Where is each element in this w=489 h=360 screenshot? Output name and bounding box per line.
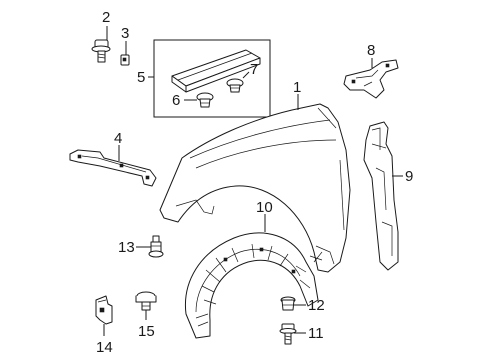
part-4-support [69,149,157,187]
part-15-clip [135,291,157,311]
callout-8: 8 [367,42,375,59]
part-8-bracket [343,59,399,99]
part-9-panel [363,121,399,271]
callout-11: 11 [308,325,324,342]
callout-12: 12 [308,297,325,314]
callout-3: 3 [121,25,129,42]
part-11-screw [279,323,297,345]
part-10-liner [184,232,319,339]
part-1-fender [159,103,351,273]
part-14-clip [95,295,113,325]
callout-1: 1 [293,79,301,96]
callout-10: 10 [256,199,273,216]
callout-9: 9 [405,168,413,185]
callout-2: 2 [102,9,110,26]
leader-7 [242,71,250,79]
callout-13: 13 [118,239,135,256]
part-12-clip [280,296,296,311]
part-6-clip [196,92,214,108]
callout-4: 4 [114,130,122,147]
part-3-clip [120,54,130,66]
callout-14: 14 [96,339,113,356]
part-2-bolt [91,39,111,63]
callout-15: 15 [138,323,155,340]
part-7-clip [226,78,244,93]
moulding-kit-box [153,39,271,118]
callout-7: 7 [250,61,258,78]
part-5-moulding [171,49,261,93]
part-13-clip [148,235,164,258]
callout-5: 5 [137,69,145,86]
callout-6: 6 [172,92,180,109]
